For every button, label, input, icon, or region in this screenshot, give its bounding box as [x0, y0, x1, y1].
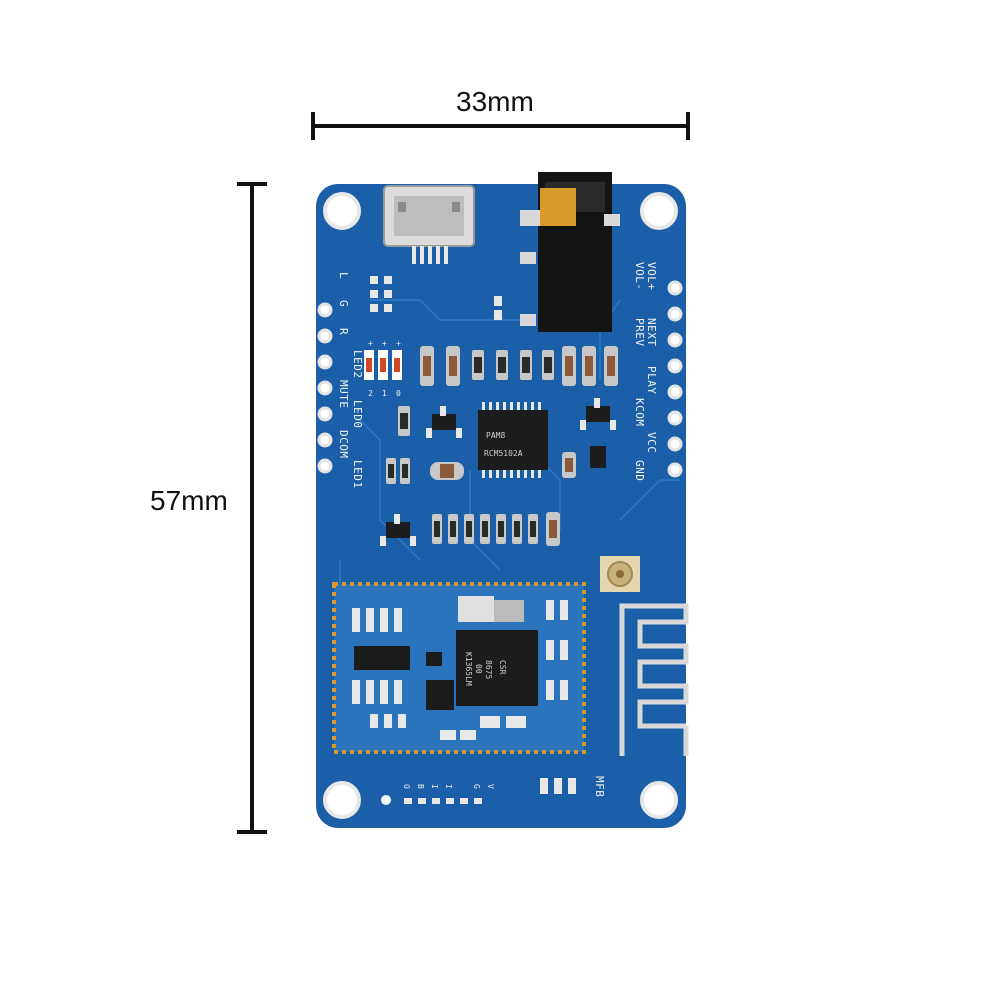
- bottom-label-6: V: [486, 784, 495, 789]
- led-mark-plus-1: +: [368, 339, 373, 348]
- pcb-antenna-trace: [619, 603, 689, 756]
- pin-label-g: G: [337, 300, 350, 307]
- micro-usb-connector: [383, 185, 475, 264]
- left-header-pins: [317, 302, 333, 474]
- bt-chip-line-1: CSR: [498, 660, 507, 675]
- pin-label-r: R: [337, 328, 350, 335]
- amp-chip-line-2: RCM5102A: [484, 449, 523, 458]
- right-pin-labels: VOL+ VOL- NEXT PREV PLAY KCOM VCC GND: [633, 262, 658, 481]
- right-header-pins: [667, 280, 683, 478]
- led-mark-plus-3: +: [396, 339, 401, 348]
- led-mark-2: 2: [368, 389, 373, 398]
- pin-label-led1: LED1: [351, 460, 364, 489]
- bottom-label-1: O: [402, 784, 411, 789]
- mounting-holes: [323, 192, 678, 819]
- pin-label-vcc: VCC: [645, 432, 658, 453]
- passive-components-row-1: [420, 346, 618, 386]
- pin-label-mute: MUTE: [337, 380, 350, 409]
- status-leds: [364, 350, 402, 380]
- bottom-pads: [381, 778, 576, 805]
- width-dimension-line: [311, 112, 690, 140]
- bottom-label-4: I: [444, 784, 453, 789]
- pin-label-l: L: [337, 272, 350, 279]
- mfb-label: MFB: [593, 776, 606, 797]
- left-pin-labels: L G R LED2 MUTE LED0 DCOM LED1: [337, 272, 364, 489]
- pin-label-gnd: GND: [633, 460, 646, 481]
- pin-label-led2: LED2: [351, 350, 364, 379]
- bt-chip-line-4: K1365LM: [464, 652, 473, 686]
- bottom-label-3: I: [430, 784, 439, 789]
- pin-label-prev: PREV: [633, 318, 646, 347]
- pin-label-vol-minus: VOL-: [633, 262, 646, 291]
- passive-components-row-2: [386, 406, 606, 484]
- led-mark-1: 1: [382, 389, 387, 398]
- bt-chip-line-2: 8675: [484, 660, 493, 679]
- led-marks: + + + 2 1 0: [368, 339, 401, 398]
- antenna-connector: [600, 556, 640, 592]
- amp-chip-line-1: PAM8: [486, 431, 505, 440]
- led-mark-0: 0: [396, 389, 401, 398]
- pin-label-dcom: DCOM: [337, 430, 350, 459]
- height-dimension-label: 57mm: [150, 485, 228, 516]
- bottom-label-5: G: [472, 784, 481, 789]
- height-dimension-line: [237, 182, 267, 834]
- bottom-label-2: B: [416, 784, 425, 789]
- bluetooth-module: CSR 8675 00 K1365LM: [332, 582, 586, 754]
- amplifier-chip: PAM8 RCM5102A: [478, 402, 548, 478]
- audio-jack: [520, 172, 620, 332]
- pin-label-kcom: KCOM: [633, 398, 646, 427]
- smd-pads-top-left: [370, 276, 502, 320]
- bt-chip-line-3: 00: [474, 664, 483, 674]
- led-mark-plus-2: +: [382, 339, 387, 348]
- passive-components-row-3: [432, 512, 560, 546]
- pin-label-next: NEXT: [645, 318, 658, 347]
- transistors: [380, 398, 616, 546]
- pin-label-vol-plus: VOL+: [645, 262, 658, 291]
- width-dimension-label: 33mm: [456, 86, 534, 117]
- pin-label-led0: LED0: [351, 400, 364, 429]
- bottom-pin-labels: O B I I G V MFB: [402, 776, 606, 797]
- pin-label-play: PLAY: [645, 366, 658, 395]
